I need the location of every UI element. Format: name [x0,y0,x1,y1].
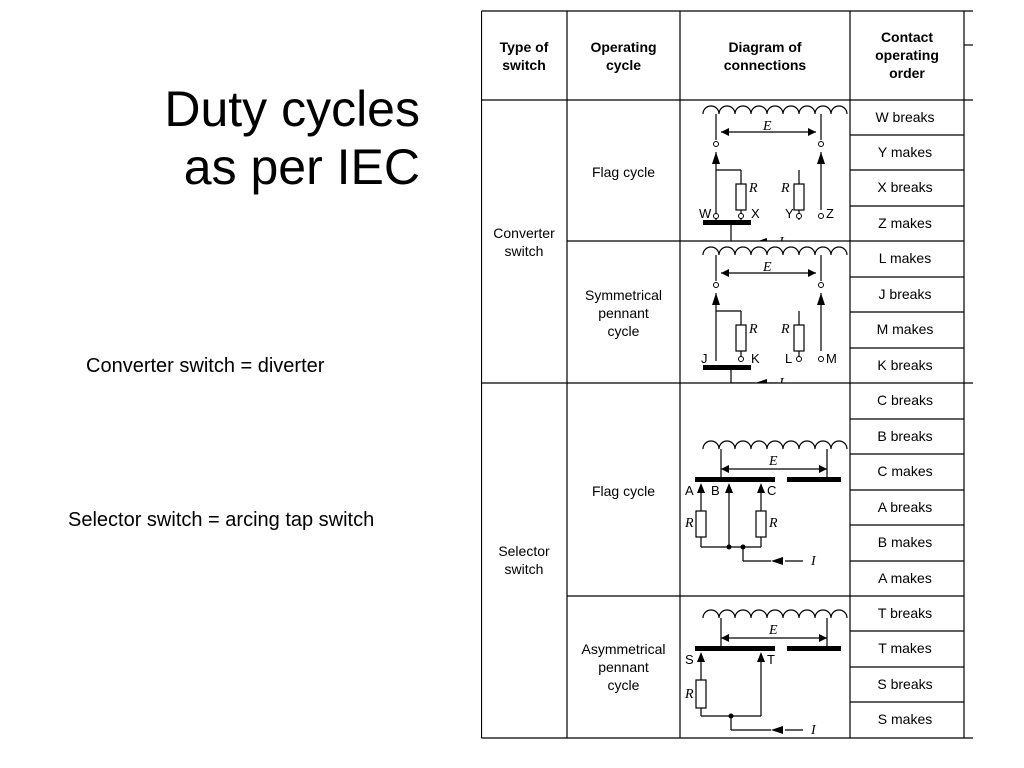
cycle-name-line: Symmetrical [584,287,662,303]
label-r: R [684,516,694,531]
header-diagram-line-2: connections [723,57,807,73]
label-i: I [778,376,785,383]
type-converter-line-1: Converter [493,225,555,241]
label-j: J [701,351,708,366]
header-order-line-3: order [889,65,925,81]
cycle-name-line: Asymmetrical [581,641,666,657]
label-r: R [684,687,694,702]
header-type-line-1: Type of [499,39,549,55]
header-type-line-2: switch [502,57,546,73]
order-cell: J breaks [878,286,932,302]
order-cell: M makes [876,321,934,337]
header-contact-order: Contact operating order [850,28,964,82]
header-operating-cycle: Operating cycle [567,38,680,74]
cycle-name-line: pennant [598,659,649,675]
label-y: Y [785,206,794,221]
label-r: R [748,322,758,337]
label-c: C [767,483,776,498]
label-a: A [685,483,694,498]
type-selector-switch: Selector switch [481,542,567,578]
label-r: R [748,181,758,196]
diagram-converter-flag: E R R I W X Y Z [699,105,848,241]
label-e: E [768,454,778,469]
order-cell: T breaks [877,605,933,621]
label-s: S [685,652,694,667]
header-order-line-2: operating [875,47,939,63]
diagram-selector-flag: E R R I A B C [684,440,848,569]
header-cycle-line-2: cycle [605,57,642,73]
label-m: M [826,351,837,366]
label-r: R [780,181,790,196]
order-cell: W breaks [875,109,935,125]
cycle-selector-asymmetrical: Asymmetrical pennant cycle [567,640,680,694]
header-order-line-1: Contact [880,29,934,45]
cycle-name-line: cycle [607,323,640,339]
note-selector: Selector switch = arcing tap switch [68,509,375,531]
label-e: E [768,623,778,638]
header-diagram-line-1: Diagram of [728,39,802,55]
order-cell: Z makes [878,215,932,231]
cycle-name-line: Flag cycle [591,164,656,180]
diagram-selector-asymmetrical: E R I S T [684,609,848,738]
order-cell: Y makes [877,144,933,160]
duty-cycle-table: Type of switch Operating cycle Diagram o… [481,10,973,739]
label-i: I [778,235,785,241]
diagram-converter-symmetrical: E R R I J K L M [701,246,848,383]
note-converter: Converter switch = diverter [86,355,325,377]
cycle-name-line: Flag cycle [591,483,656,499]
order-cell: A breaks [877,499,933,515]
order-cell: S makes [877,711,933,727]
label-l: L [785,351,792,366]
cycle-name-line: cycle [607,677,640,693]
order-cell: L makes [878,250,932,266]
header-diagram: Diagram of connections [680,38,850,74]
order-cell: C makes [877,463,933,479]
slide-title: Duty cycles as per IEC [60,80,420,196]
label-e: E [762,119,772,134]
label-e: E [762,260,772,275]
order-cell: B makes [877,534,933,550]
order-cell: T makes [878,640,932,656]
order-cell: B breaks [877,428,933,444]
type-selector-line-2: switch [504,561,544,577]
order-cell: S breaks [877,676,933,692]
order-cell: X breaks [877,179,933,195]
order-cell: A makes [878,570,932,586]
type-converter-line-2: switch [504,243,544,259]
header-cycle-line-1: Operating [590,39,657,55]
header-type-of-switch: Type of switch [481,38,567,74]
cycle-converter-flag: Flag cycle [567,163,680,181]
label-k: K [751,351,760,366]
cycle-selector-flag: Flag cycle [567,482,680,500]
table-grid [481,10,973,739]
title-line-1: Duty cycles [164,81,420,137]
order-cell: C breaks [876,392,934,408]
title-line-2: as per IEC [183,139,420,195]
label-r: R [768,516,778,531]
label-i: I [810,723,817,738]
label-z: Z [826,206,834,221]
label-w: W [699,206,712,221]
type-converter-switch: Converter switch [481,224,567,260]
label-x: X [751,206,760,221]
cycle-name-line: pennant [598,305,649,321]
type-selector-line-1: Selector [498,543,550,559]
label-r: R [780,322,790,337]
label-i: I [810,554,817,569]
cycle-converter-symmetrical: Symmetrical pennant cycle [567,286,680,340]
order-cell: K breaks [877,357,933,373]
label-b: B [711,483,720,498]
label-t: T [767,652,775,667]
